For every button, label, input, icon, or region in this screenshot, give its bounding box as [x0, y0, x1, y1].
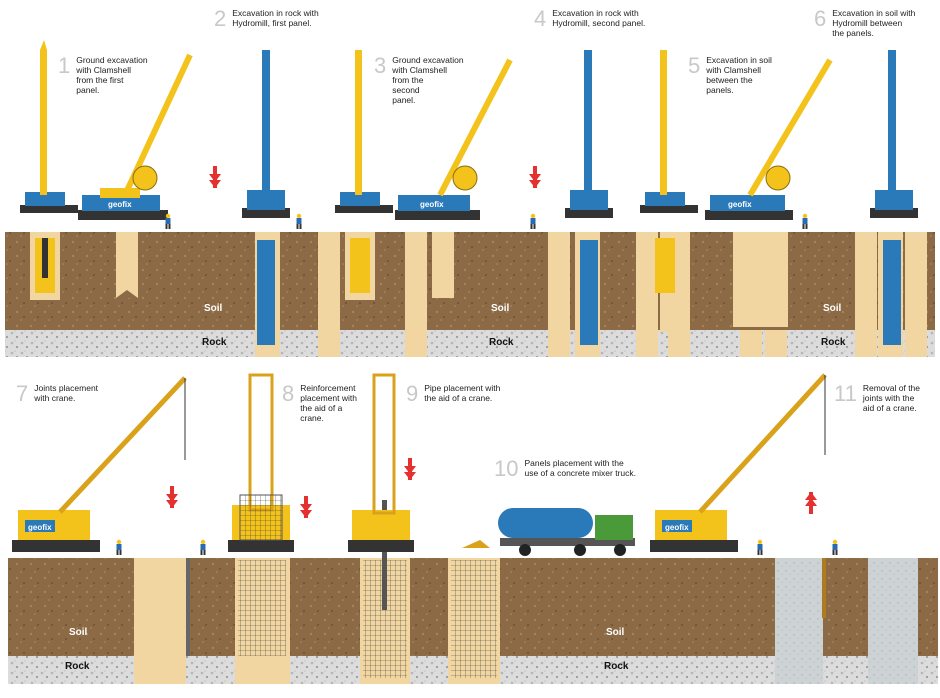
lattice-crane-8: [228, 373, 294, 552]
trenches-bottom: [134, 500, 918, 684]
rock-label: Rock: [821, 337, 846, 348]
rock-label: Rock: [604, 661, 629, 672]
rock-label: Rock: [202, 337, 227, 348]
svg-text:geofix: geofix: [728, 200, 752, 209]
soil-layer-top: [5, 232, 935, 330]
rock-label: Rock: [65, 661, 90, 672]
step-number: 9: [406, 381, 419, 406]
step-6: 6 Excavation in soil with Hydromill betw…: [814, 6, 916, 39]
step-caption: Excavation in rock with Hydromill, first…: [232, 8, 319, 28]
svg-text:geofix: geofix: [420, 200, 444, 209]
lattice-crane-9: [348, 373, 414, 552]
step-caption: Ground excavation with Clamshell from th…: [76, 55, 148, 95]
step-caption: Panels placement with the use of a concr…: [524, 458, 636, 478]
soil-label: Soil: [491, 303, 510, 314]
hydromill-4: [565, 50, 613, 345]
step-11: 11 Removal of the joints with the aid of…: [834, 381, 921, 414]
step-caption: Excavation in soil with Hydromill betwee…: [832, 8, 916, 38]
step-7: 7 Joints placement with crane.: [16, 383, 98, 405]
step-10: 10 Panels placement with the use of a co…: [494, 458, 636, 480]
crane-1: geofix: [78, 53, 193, 220]
step-caption: Reinforcement placement with the aid of …: [300, 383, 357, 423]
step-number: 7: [16, 381, 29, 406]
rock-layer-top: [5, 330, 935, 357]
soil-label: Soil: [204, 303, 223, 314]
soil-label: Soil: [69, 627, 88, 638]
crane-11: geofix: [650, 373, 827, 552]
clamshell-rig-3: [335, 50, 393, 293]
step-caption: Excavation in rock with Hydromill, secon…: [552, 8, 646, 28]
step-number: 8: [282, 381, 295, 406]
red-arrows-top: [209, 166, 541, 188]
step-caption: Removal of the joints with the aid of a …: [862, 383, 921, 413]
hydromill-1: [242, 50, 290, 345]
step-number: 11: [834, 381, 857, 406]
clamshell-rig-1: [20, 40, 78, 293]
step-5: 5 Excavation in soil with Clamshell betw…: [688, 53, 772, 96]
concrete-mixer-truck: [462, 508, 635, 556]
step-8: 8 Reinforcement placement with the aid o…: [282, 381, 357, 424]
top-row: geofix geofix: [5, 40, 935, 357]
step-4: 4 Excavation in rock with Hydromill, sec…: [534, 8, 645, 30]
soil-label: Soil: [606, 627, 625, 638]
crane-7: geofix: [12, 376, 187, 552]
step-number: 6: [814, 6, 827, 31]
hydromill-6: [870, 50, 918, 345]
step-caption: Joints placement with crane.: [34, 383, 99, 403]
clamshell-rig-5: [640, 50, 698, 293]
svg-text:geofix: geofix: [28, 523, 52, 532]
step-1: 1 Ground excavation with Clamshell from …: [58, 53, 148, 96]
step-caption: Excavation in soil with Clamshell betwee…: [706, 55, 772, 95]
soil-label: Soil: [823, 303, 842, 314]
crane-5: geofix: [705, 58, 833, 220]
bottom-row: geofix geofix: [8, 373, 938, 684]
step-number: 2: [214, 6, 227, 31]
step-9: 9 Pipe placement with the aid of a crane…: [406, 383, 500, 405]
step-number: 10: [494, 456, 519, 481]
step-number: 4: [534, 6, 547, 31]
step-caption: Ground excavation with Clamshell from th…: [392, 55, 464, 105]
step-3: 3 Ground excavation with Clamshell from …: [374, 53, 464, 106]
step-caption: Pipe placement with the aid of a crane.: [424, 383, 501, 403]
step-number: 3: [374, 53, 387, 78]
step-number: 5: [688, 53, 701, 78]
svg-text:geofix: geofix: [665, 523, 689, 532]
step-number: 1: [58, 53, 71, 78]
rock-label: Rock: [489, 337, 514, 348]
step-2: 2 Excavation in rock with Hydromill, fir…: [214, 8, 319, 30]
svg-text:geofix: geofix: [108, 200, 132, 209]
crane-3: geofix: [395, 58, 513, 220]
